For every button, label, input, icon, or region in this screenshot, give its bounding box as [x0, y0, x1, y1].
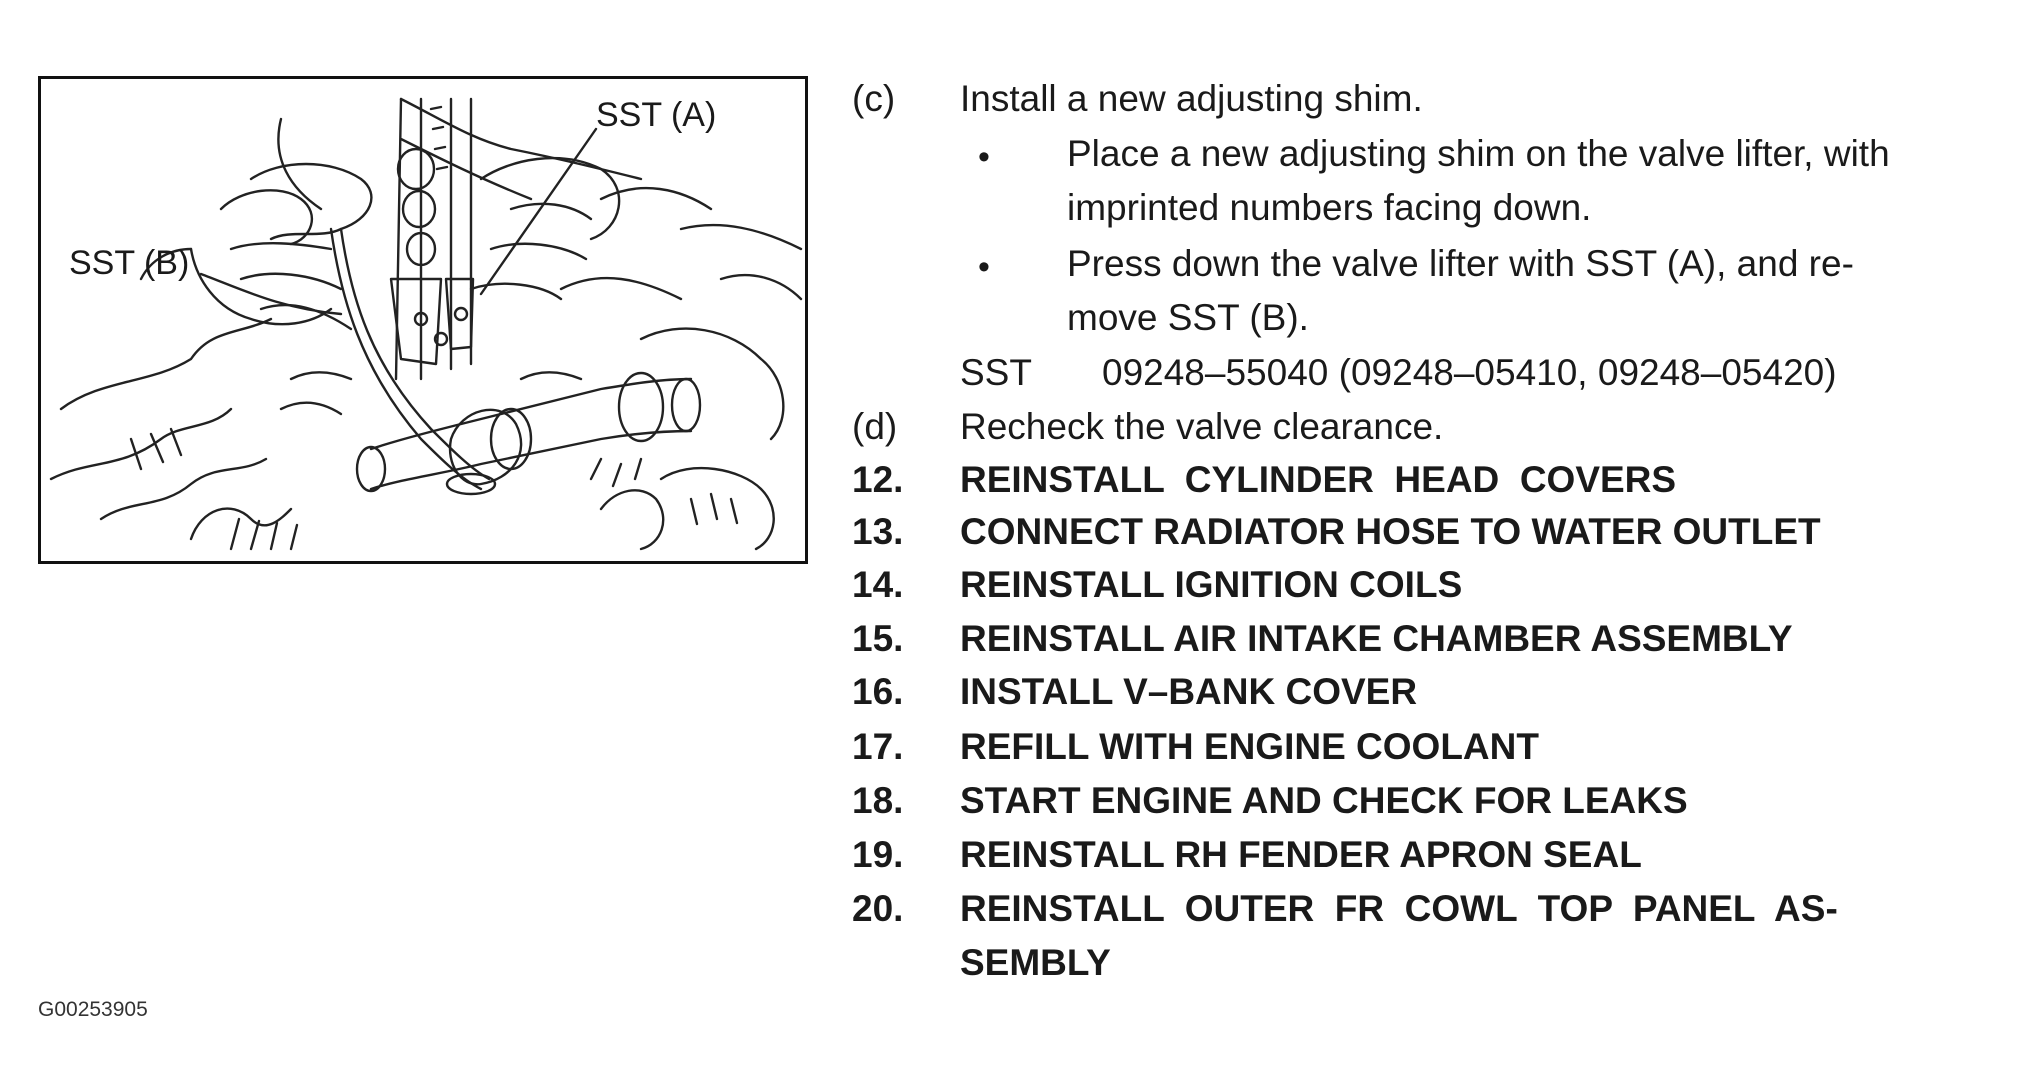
figure-code: G00253905 — [38, 998, 148, 1021]
step-number: 19. — [852, 834, 904, 875]
bullet-2-line-2: move SST (B). — [1067, 297, 1309, 338]
step-title: REINSTALL IGNITION COILS — [960, 564, 1463, 605]
step-title: REINSTALL RH FENDER APRON SEAL — [960, 834, 1642, 875]
bullet-dot: • — [978, 248, 990, 286]
bullet-1-line-2: imprinted numbers facing down. — [1067, 187, 1592, 228]
step-c-text: Install a new adjusting shim. — [960, 78, 1423, 119]
step-number: 15. — [852, 618, 904, 659]
step-title: INSTALL V–BANK COVER — [960, 671, 1418, 712]
step-number: 18. — [852, 780, 904, 821]
bullet-2-line-1: Press down the valve lifter with SST (A)… — [1067, 243, 1854, 284]
step-title: REINSTALL AIR INTAKE CHAMBER ASSEMBLY — [960, 618, 1793, 659]
step-c-marker: (c) — [852, 78, 896, 119]
step-title: REINSTALL OUTER FR COWL TOP PANEL AS- — [960, 888, 1838, 929]
step-title: START ENGINE AND CHECK FOR LEAKS — [960, 780, 1688, 821]
sst-part-numbers: 09248–55040 (09248–05410, 09248–05420) — [1102, 352, 1837, 393]
step-number: 20. — [852, 888, 904, 929]
sst-a-callout: SST (A) — [596, 96, 717, 134]
valve-lifter-illustration: SST (A) SST (B) — [38, 76, 808, 564]
step-d-text: Recheck the valve clearance. — [960, 406, 1444, 447]
step-number: 16. — [852, 671, 904, 712]
step-number: 13. — [852, 511, 904, 552]
step-number: 17. — [852, 726, 904, 767]
sst-b-callout: SST (B) — [69, 244, 190, 282]
bullet-1-line-1: Place a new adjusting shim on the valve … — [1067, 133, 1890, 174]
step-title: REFILL WITH ENGINE COOLANT — [960, 726, 1539, 767]
step-title-continued: SEMBLY — [960, 942, 1111, 983]
step-number: 12. — [852, 459, 904, 500]
sst-label: SST — [960, 352, 1032, 393]
bullet-dot: • — [978, 138, 990, 176]
step-title: REINSTALL CYLINDER HEAD COVERS — [960, 459, 1677, 500]
step-number: 14. — [852, 564, 904, 605]
step-d-marker: (d) — [852, 406, 898, 447]
engine-line-drawing — [49, 97, 803, 551]
step-title: CONNECT RADIATOR HOSE TO WATER OUTLET — [960, 511, 1821, 552]
